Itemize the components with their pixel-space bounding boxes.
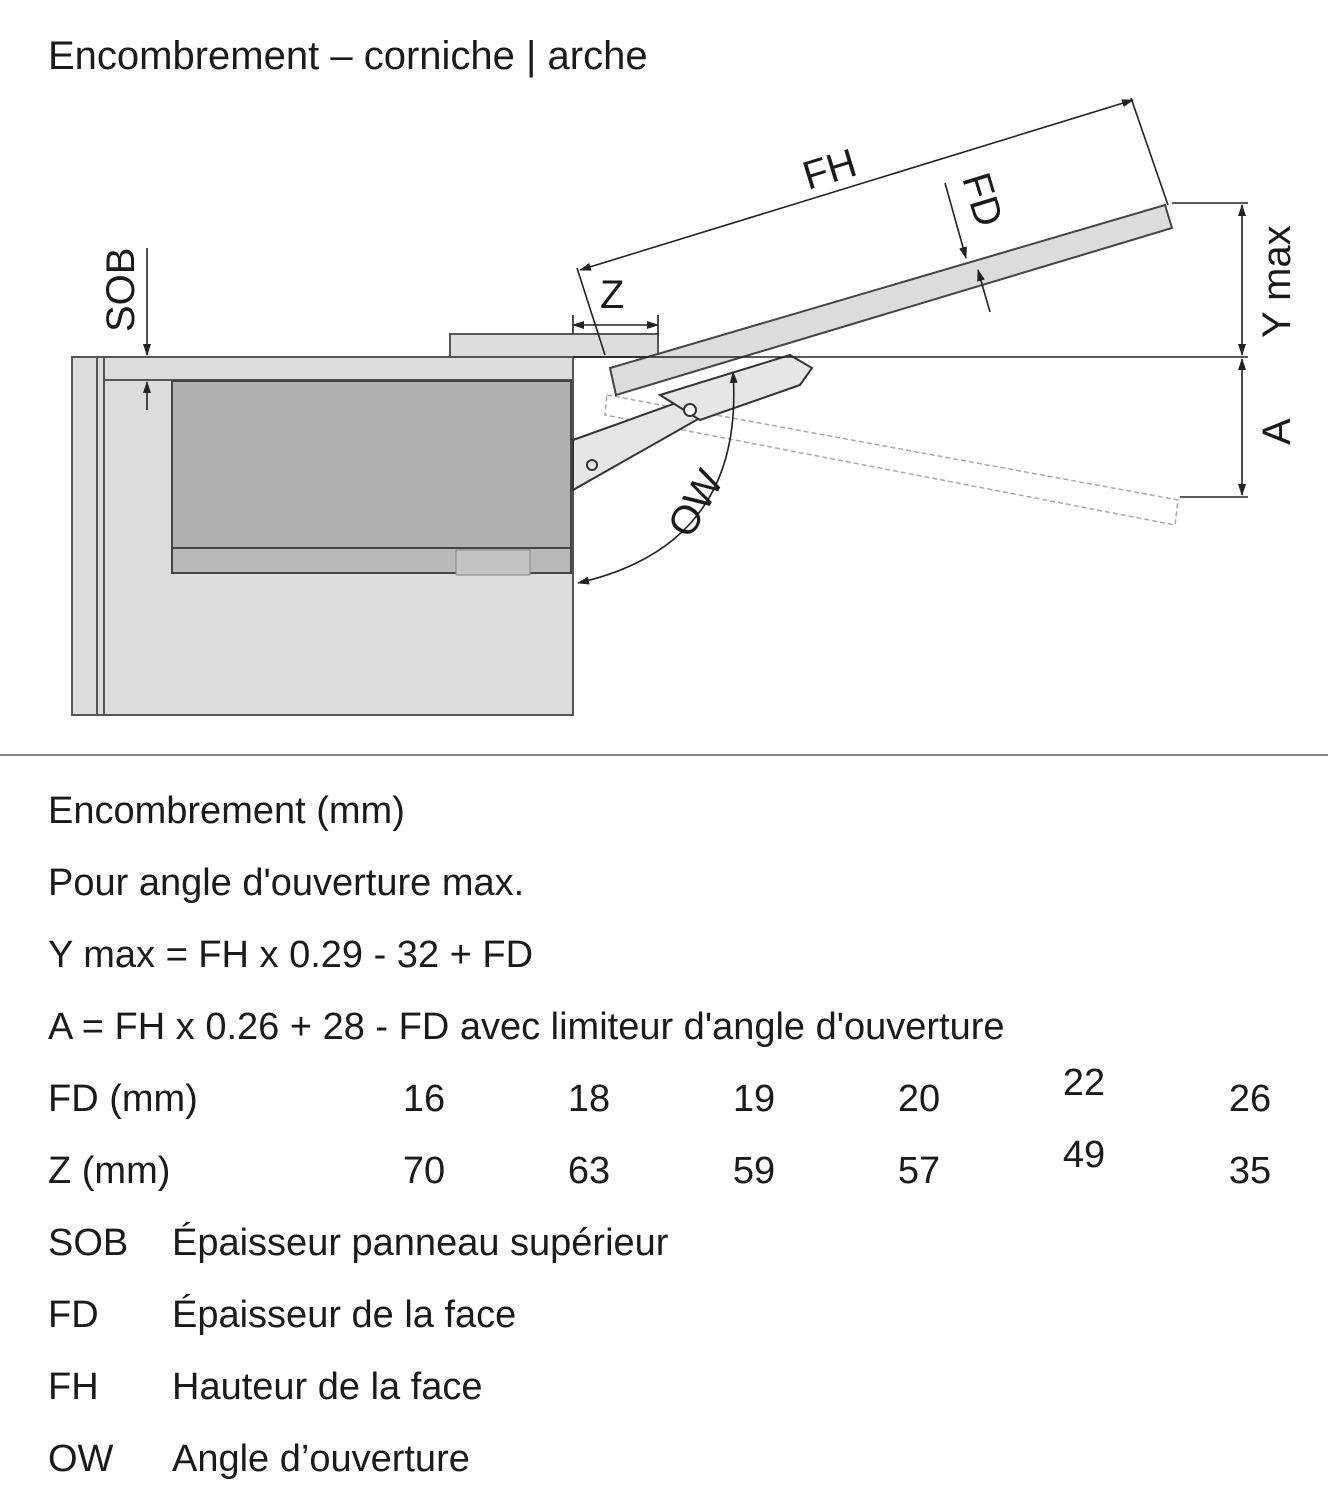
formula-ymax: Y max = FH x 0.29 - 32 + FD (48, 934, 534, 976)
dimension-lines (143, 97, 1248, 585)
section-divider (0, 754, 1328, 756)
label-ymax: Y max (1255, 225, 1299, 338)
info-note: Pour angle d'ouverture max. (48, 862, 525, 904)
table-cell: 59 (732, 1150, 776, 1192)
table-cell: 20 (897, 1078, 941, 1120)
table-cell: 49 (1062, 1134, 1106, 1176)
legend-desc: Angle d’ouverture (172, 1438, 470, 1480)
table-cell: 16 (402, 1078, 446, 1120)
table-cell: 19 (732, 1078, 776, 1120)
formula-a: A = FH x 0.26 + 28 - FD avec limiteur d'… (48, 1006, 1005, 1048)
legend-abbr: OW (48, 1438, 114, 1480)
legend-abbr: FD (48, 1294, 99, 1336)
legend-desc: Hauteur de la face (172, 1366, 483, 1408)
table-cell: 35 (1228, 1150, 1272, 1192)
cabinet (71, 333, 659, 716)
table-cell: 26 (1228, 1078, 1272, 1120)
legend-desc: Épaisseur de la face (172, 1294, 517, 1336)
info-heading: Encombrement (mm) (48, 790, 405, 832)
lift-system-diagram: FH FD Z SOB Y max A OW (71, 97, 1299, 716)
table-cell: 18 (567, 1078, 611, 1120)
diagram-title: Encombrement – corniche | arche (48, 34, 648, 78)
label-ow: OW (660, 463, 733, 545)
label-z: Z (600, 273, 624, 317)
legend-abbr: SOB (48, 1222, 129, 1264)
label-fd: FD (953, 168, 1011, 232)
open-flap (608, 203, 1174, 397)
table-row-label: Z (mm) (48, 1150, 171, 1192)
table-cell: 57 (897, 1150, 941, 1192)
table-cell: 63 (567, 1150, 611, 1192)
label-a: A (1255, 418, 1299, 445)
label-sob: SOB (99, 248, 143, 332)
table-row-label: FD (mm) (48, 1078, 198, 1120)
table-cell: 70 (402, 1150, 446, 1192)
legend-abbr: FH (48, 1366, 99, 1408)
label-fh: FH (798, 141, 862, 199)
table-cell: 22 (1062, 1062, 1106, 1104)
legend-desc: Épaisseur panneau supérieur (172, 1222, 669, 1264)
